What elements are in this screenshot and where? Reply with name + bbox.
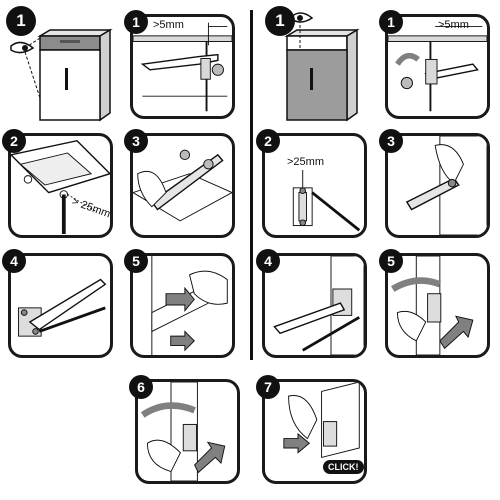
- arrow-icon: [193, 441, 226, 474]
- screw-latch-illustration: [273, 256, 364, 355]
- step-badge: 1: [379, 10, 403, 34]
- measure-label: >5mm: [438, 19, 469, 31]
- step-badge: 4: [256, 249, 280, 273]
- step-badge: 1: [6, 6, 36, 36]
- arrow-icon: [165, 286, 195, 312]
- screw-latch-illustration: [18, 278, 107, 337]
- cabinet-illustration: [284, 12, 360, 122]
- step-badge: 2: [2, 129, 26, 153]
- release-latch-illustration: [140, 382, 226, 481]
- test-latch-illustration: [151, 256, 228, 355]
- measure-label: >25mm: [287, 156, 324, 168]
- step-badge: 1: [124, 10, 148, 34]
- step-panel-7: CLICK!: [262, 379, 367, 484]
- step-badge: 5: [124, 249, 148, 273]
- step-badge: 4: [2, 249, 26, 273]
- step-badge: 6: [129, 375, 153, 399]
- step-panel-right-2: >25mm: [262, 133, 367, 238]
- step-badge: 3: [124, 129, 148, 153]
- step-panel-right-3: [385, 133, 490, 238]
- step-panel-left-2: > 25mm: [8, 133, 113, 238]
- latch-measure-illustration: [388, 25, 487, 112]
- arrow-icon: [439, 315, 474, 350]
- drill-illustration: [292, 169, 361, 232]
- arrow-icon: [170, 330, 195, 352]
- right-overview-cabinet: [262, 8, 377, 123]
- drill-illustration: [11, 139, 110, 235]
- eye-icon: [10, 41, 35, 54]
- step-panel-right-1: >5mm: [385, 14, 490, 119]
- measure-label: >5mm: [153, 19, 184, 31]
- latch-measure-illustration: [133, 22, 232, 112]
- latch-position-illustration: [405, 136, 487, 235]
- step-panel-left-4: [8, 253, 113, 358]
- step-badge: 5: [379, 249, 403, 273]
- step-badge: 1: [265, 6, 295, 36]
- step-panel-left-3: [130, 133, 235, 238]
- step-badge: 2: [256, 129, 280, 153]
- click-label: CLICK!: [323, 460, 364, 474]
- column-divider: [250, 10, 253, 360]
- step-badge: 7: [256, 375, 280, 399]
- left-overview-cabinet: [5, 8, 125, 123]
- latch-position-illustration: [133, 149, 232, 222]
- cabinet-illustration: [10, 28, 113, 122]
- step-panel-6: [135, 379, 240, 484]
- close-latch-illustration: [283, 382, 360, 459]
- step-panel-left-5: [130, 253, 235, 358]
- step-panel-right-4: [262, 253, 367, 358]
- step-panel-left-1: >5mm: [130, 14, 235, 119]
- step-badge: 3: [379, 129, 403, 153]
- step-panel-right-5: [385, 253, 490, 358]
- arrow-icon: [283, 432, 311, 454]
- test-latch-illustration: [391, 256, 474, 355]
